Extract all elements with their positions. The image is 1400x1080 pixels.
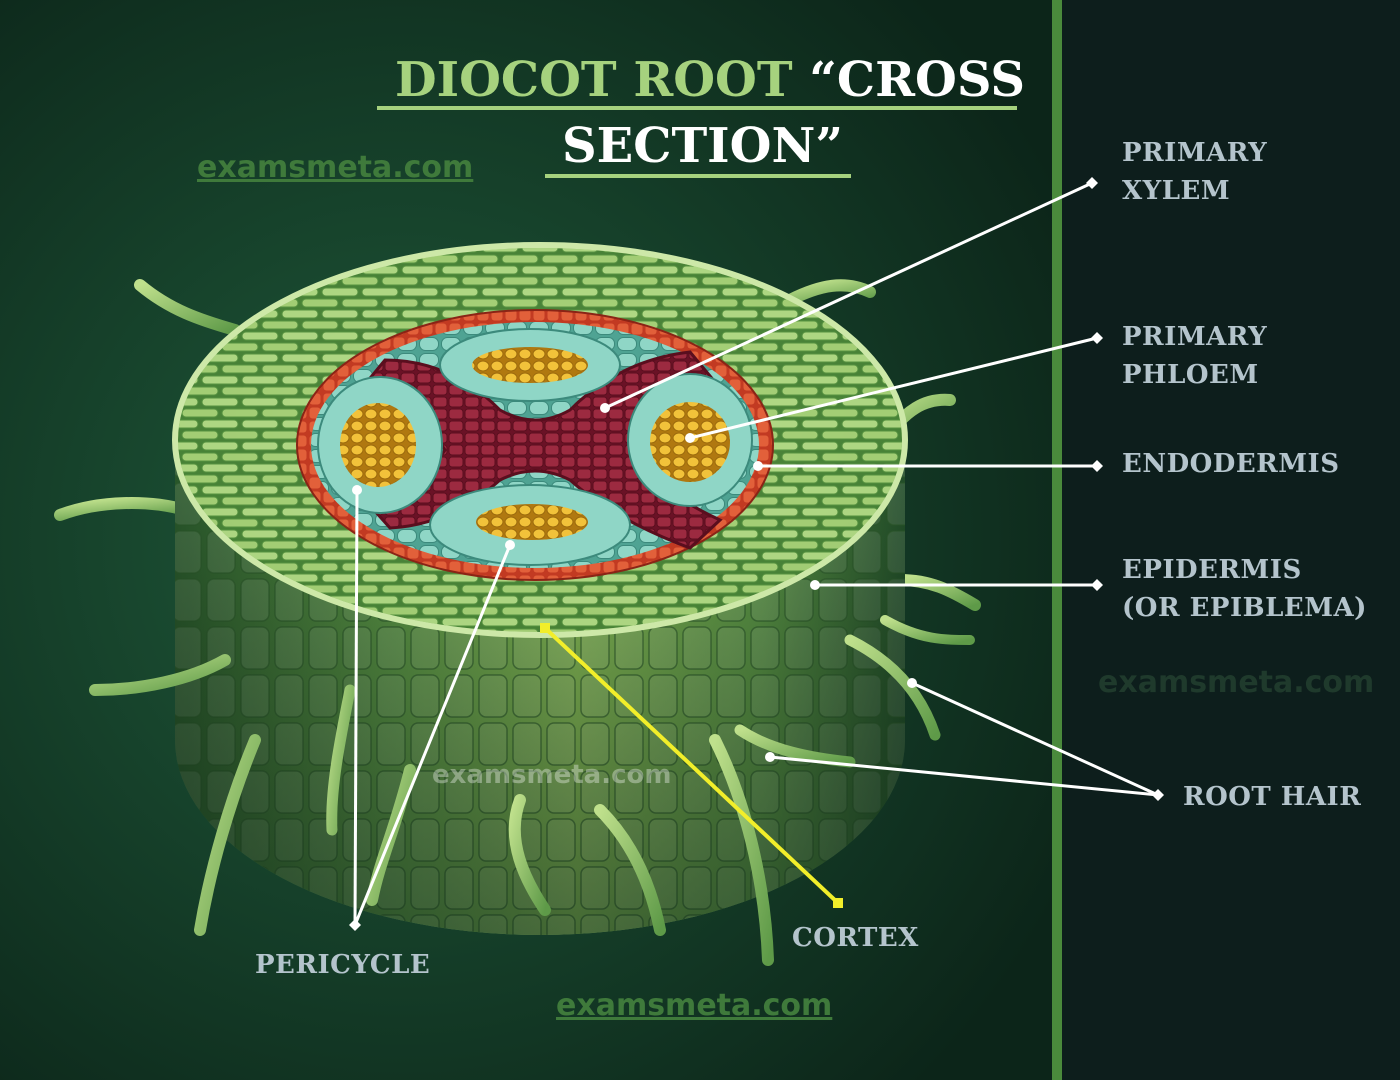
label-pericycle: PERICYCLE [255, 950, 431, 980]
title-part-cross: “CROSS [809, 52, 1026, 108]
label-root-hair: ROOT HAIR [1183, 782, 1362, 812]
title-underline-2 [545, 174, 851, 178]
title-line-1: DIOCOT ROOT “CROSS [395, 56, 1025, 104]
side-panel [1060, 0, 1400, 1080]
leader-root-hair-1 [911, 681, 1159, 797]
watermark-bottom: examsmeta.com [556, 988, 833, 1023]
label-primary-phloem: PRIMARY PHLOEM [1122, 322, 1268, 390]
title-part-diocot-root: DIOCOT ROOT [395, 52, 793, 108]
leader-lines [353, 181, 1159, 926]
leader-primary-phloem [689, 336, 1098, 440]
epidermis-ring [172, 242, 908, 638]
divider-line [1052, 0, 1062, 1080]
label-epidermis: EPIDERMIS (OR EPIBLEMA) [1122, 555, 1367, 623]
title-underline-1 [377, 106, 1017, 110]
watermark-center: examsmeta.com [432, 760, 672, 790]
label-endodermis: ENDODERMIS [1122, 449, 1340, 479]
title-part-section: SECTION” [562, 118, 843, 174]
root-hairs-front [89, 615, 975, 966]
title-line-2: SECTION” [562, 122, 843, 170]
label-primary-xylem: PRIMARY XYLEM [1122, 138, 1268, 206]
root-cylinder-side [175, 440, 905, 935]
label-cortex: CORTEX [792, 923, 919, 953]
leader-endpoints [349, 177, 1164, 931]
watermark-right: examsmeta.com [1098, 665, 1375, 700]
leader-pericycle-2 [353, 544, 512, 926]
cortex-endpoint-start [540, 623, 550, 633]
leader-pericycle-1 [353, 489, 359, 926]
leader-cortex [543, 626, 840, 905]
cortex-endpoint-end [833, 898, 843, 908]
leader-root-hair-2 [769, 755, 1159, 797]
leader-primary-xylem [604, 181, 1093, 410]
watermark-top: examsmeta.com [197, 150, 474, 185]
